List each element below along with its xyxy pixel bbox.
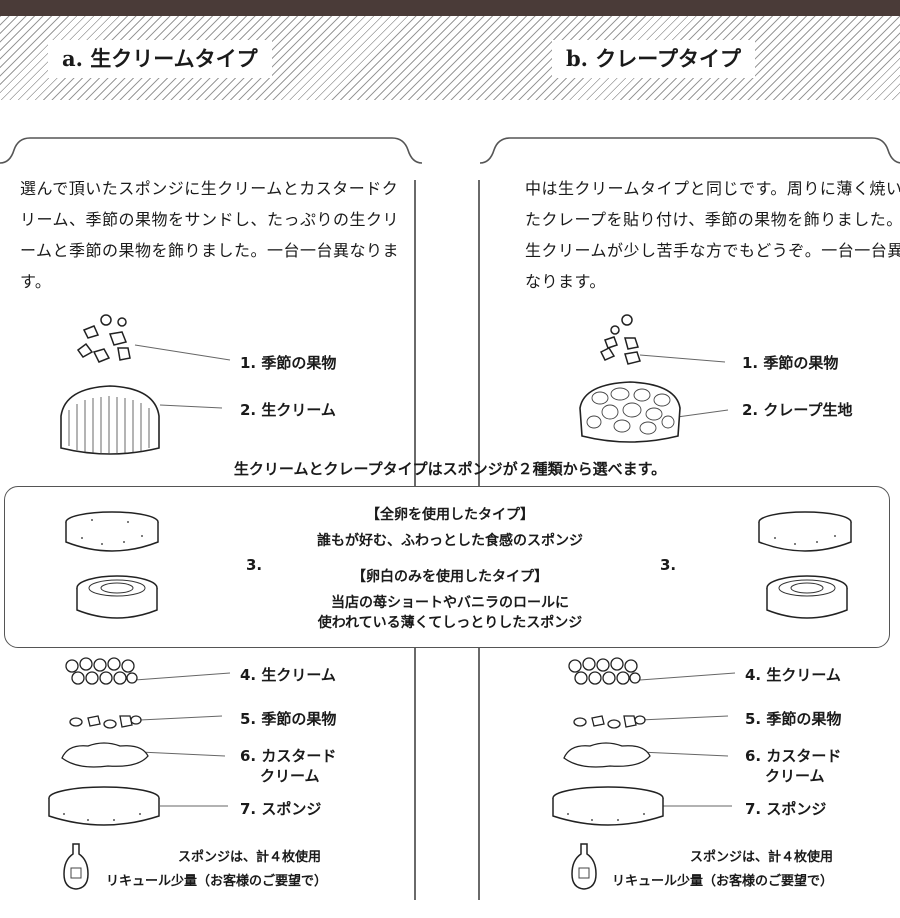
egg-white-desc-2: 使われている薄くてしっとりしたスポンジ: [317, 615, 583, 631]
layer-label-b-7: 7. スポンジ: [745, 800, 827, 818]
fruit-pieces-illustration: [76, 314, 131, 363]
top-bar: [0, 0, 900, 16]
layer-label-a-5: 5. 季節の果物: [240, 710, 337, 728]
cream-cake-illustration: [60, 385, 160, 455]
note-sponge-count-b: スポンジは、計４枚使用: [690, 850, 834, 865]
note-sponge-count-a: スポンジは、計４枚使用: [178, 850, 322, 865]
layer-label-a-7: 7. スポンジ: [240, 800, 322, 818]
custard-layer-illustration: [563, 742, 651, 768]
whole-egg-sponge-illustration: [758, 511, 852, 552]
sponge-label-b: 3.: [660, 556, 677, 574]
layer-label-b-5: 5. 季節の果物: [745, 710, 842, 728]
egg-white-roll-sponge-illustration: [76, 575, 158, 619]
egg-white-title: 【卵白のみを使用したタイプ】: [352, 569, 548, 585]
egg-white-roll-sponge-illustration: [766, 575, 848, 619]
whole-egg-desc: 誰もが好む、ふわっとした食感のスポンジ: [317, 533, 583, 549]
layer-label-a-2: 2. 生クリーム: [240, 401, 336, 419]
title-cream-type: a. 生クリームタイプ: [48, 40, 272, 78]
layer-label-b-2: 2. クレープ生地: [742, 401, 853, 419]
layer-label-b-6b: クリーム: [765, 767, 825, 785]
layer-label-a-6b: クリーム: [260, 767, 320, 785]
cream-layer-illustration: [568, 657, 641, 685]
title-crepe-type: b. クレープタイプ: [552, 40, 756, 78]
description-crepe-type: 中は生クリームタイプと同じです。周りに薄く焼いたクレープを貼り付け、季節の果物を…: [525, 179, 900, 291]
whole-egg-sponge-illustration: [65, 511, 159, 552]
fruit-layer-illustration: [69, 715, 142, 729]
egg-white-desc-1: 当店の苺ショートやバニラのロールに: [331, 595, 569, 611]
layer-label-a-1: 1. 季節の果物: [240, 354, 337, 372]
layer-label-b-6: 6. カスタード: [745, 747, 842, 765]
sponge-base-illustration: [48, 786, 160, 826]
sponge-choice-notice: 生クリームとクレープタイプはスポンジが２種類から選べます。: [233, 460, 667, 478]
layer-label-a-4: 4. 生クリーム: [240, 666, 336, 684]
cream-layer-illustration: [65, 657, 138, 685]
liqueur-bottle-icon: [571, 843, 597, 890]
fruit-layer-illustration: [573, 715, 646, 729]
description-cream-type: 選んで頂いたスポンジに生クリームとカスタードクリーム、季節の果物をサンドし、たっ…: [20, 179, 400, 291]
whole-egg-title: 【全卵を使用したタイプ】: [366, 507, 534, 523]
crepe-cake-illustration: [579, 381, 681, 443]
frame-crepe-type: [480, 128, 900, 918]
layer-label-b-1: 1. 季節の果物: [742, 354, 839, 372]
liqueur-bottle-icon: [63, 843, 89, 890]
sponge-options-box: [4, 486, 890, 648]
sponge-label-a: 3.: [246, 556, 263, 574]
layer-label-b-4: 4. 生クリーム: [745, 666, 841, 684]
layer-label-a-6: 6. カスタード: [240, 747, 337, 765]
note-liqueur-b: リキュール少量（お客様のご要望で）: [612, 874, 834, 889]
sponge-base-illustration: [552, 786, 664, 826]
custard-layer-illustration: [61, 742, 149, 768]
fruit-pieces-illustration: [599, 314, 641, 365]
note-liqueur-a: リキュール少量（お客様のご要望で）: [106, 874, 328, 889]
frame-cream-type: [0, 128, 430, 918]
